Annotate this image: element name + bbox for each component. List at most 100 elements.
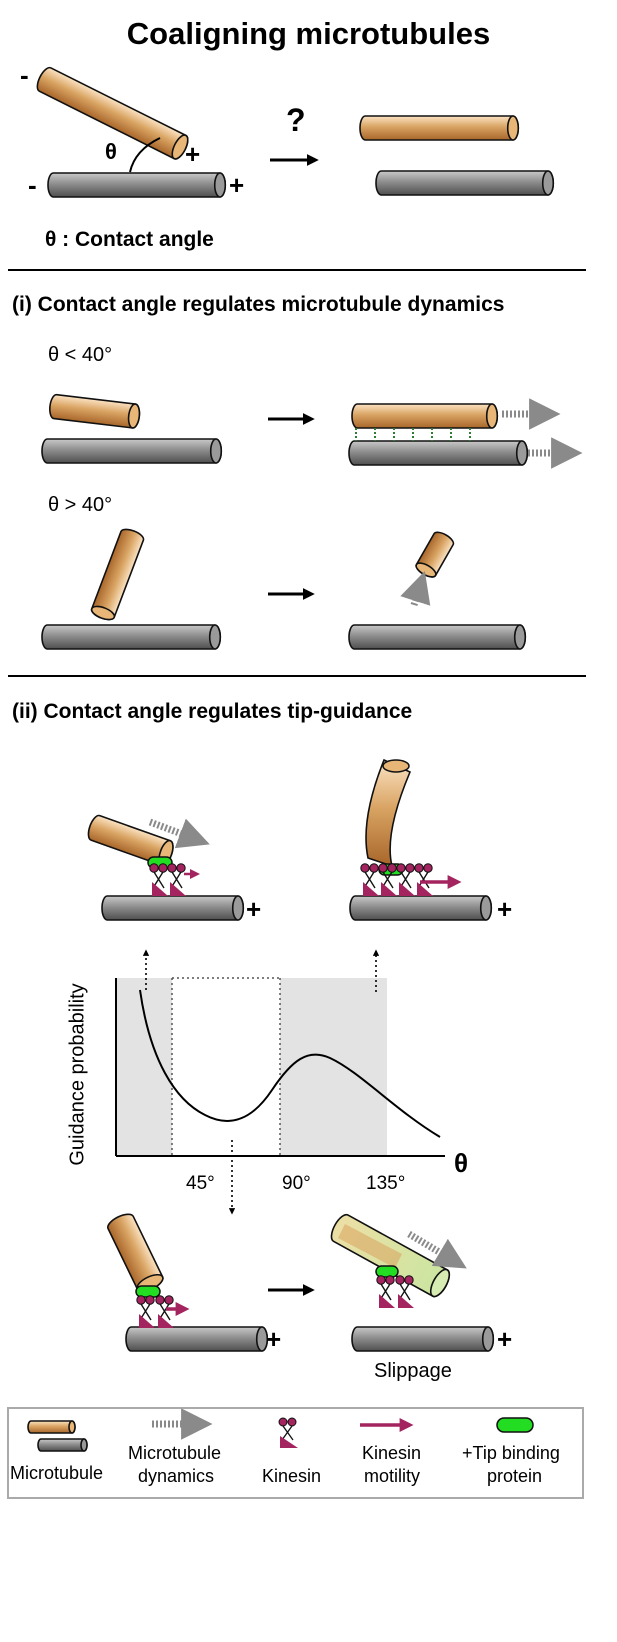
kinesin-motor-domain — [379, 1294, 395, 1308]
tube-body — [49, 393, 141, 429]
condition-low-angle: θ < 40° — [48, 344, 113, 366]
microtubule-tilted — [338, 1224, 402, 1268]
legend-motility-label-line2: motility — [364, 1466, 421, 1486]
plus-end-label: + — [497, 1324, 513, 1354]
tube-end-cap — [513, 624, 527, 650]
x-tick-label: 135° — [366, 1173, 406, 1194]
kinesin-head — [164, 1295, 174, 1305]
legend-dynamics-label-line2: dynamics — [138, 1466, 215, 1486]
tube-body — [27, 1420, 76, 1434]
microtubule-static — [348, 440, 529, 466]
y-axis-label: Guidance probability — [66, 983, 89, 1166]
tube-body — [375, 170, 555, 196]
microtubule-dynamics-arrow — [407, 1230, 467, 1269]
tube-body — [41, 624, 222, 650]
x-tick-label: 45° — [186, 1173, 215, 1194]
tube-end-cap — [209, 438, 223, 464]
microtubule-shrinking — [415, 531, 455, 578]
plus-end-label: + — [246, 894, 262, 924]
tube-end-cap — [208, 624, 222, 650]
tube-end-cap — [515, 440, 529, 466]
tube-end-cap — [506, 115, 520, 141]
plus-end-label: + — [497, 894, 513, 924]
microtubule-dynamics-arrow — [400, 570, 431, 607]
x-tick-label: 90° — [282, 1173, 311, 1194]
kinesin-motor-domain — [398, 1294, 414, 1308]
minus-end-label: - — [20, 60, 29, 90]
tip-binding-protein — [375, 1265, 399, 1278]
kinesin-stalk — [159, 1303, 171, 1321]
legend-kinesin-head — [287, 1417, 297, 1427]
kinesin-head — [385, 1275, 395, 1285]
kinesin-motor-domain — [158, 1314, 174, 1328]
tube-end-cap — [127, 403, 141, 429]
tube-end-cap — [541, 170, 555, 196]
kinesin-head — [136, 1295, 146, 1305]
plus-end-label: + — [229, 170, 245, 200]
legend-kinesin-motor — [280, 1436, 298, 1448]
guidance-probability-curve — [139, 989, 441, 1138]
microtubule-static — [351, 1326, 495, 1352]
figure-title: Coaligning microtubules — [126, 16, 491, 51]
microtubule-steep — [90, 528, 145, 621]
kinesin-head — [378, 863, 388, 873]
x-axis-label: θ — [454, 1148, 469, 1178]
plus-end-label: + — [185, 139, 201, 169]
microtubule-dynamics-arrow — [148, 818, 210, 849]
tube-end-cap — [231, 895, 245, 921]
tube-end-cap — [213, 172, 227, 198]
legend-microtubule-label: Microtubule — [10, 1463, 104, 1483]
tube-end-cap — [255, 1326, 269, 1352]
kinesin-motor-domain — [417, 882, 433, 896]
tube-body — [351, 1326, 495, 1352]
kinesin-stalk — [153, 871, 165, 889]
kinesin-head — [395, 1275, 405, 1285]
kinesin-head — [387, 863, 397, 873]
kinesin-head — [404, 1275, 414, 1285]
kinesin-head — [149, 863, 159, 873]
microtubule-tilted — [36, 66, 189, 160]
plus-end-label: + — [266, 1324, 282, 1354]
legend-dynamics-label-line1: Microtubule — [128, 1443, 222, 1463]
tube-body — [125, 1326, 269, 1352]
tube-body — [101, 895, 245, 921]
legend-tip-protein — [496, 1417, 534, 1433]
kinesin-head — [369, 863, 379, 873]
legend-tip-protein-label-line2: protein — [487, 1466, 543, 1486]
kinesin-stalk — [399, 1283, 411, 1301]
microtubule-steep — [107, 1213, 164, 1293]
kinesin-motor-domain — [170, 882, 186, 896]
tube-end-cap — [80, 1438, 88, 1452]
microtubule-static — [47, 172, 227, 198]
kinesin-motor-domain — [139, 1314, 155, 1328]
question-mark: ? — [286, 102, 306, 138]
contact-angle-definition: θ : Contact angle — [45, 228, 214, 251]
tip-binding-protein — [135, 1285, 161, 1298]
microtubule-static — [348, 624, 527, 650]
section-i-heading: (i) Contact angle regulates microtubule … — [12, 293, 505, 316]
tube-body — [349, 895, 493, 921]
tube-end-cap — [479, 895, 493, 921]
microtubule-bundled — [351, 403, 499, 429]
legend-kinesin-head — [278, 1417, 288, 1427]
section-ii-heading: (ii) Contact angle regulates tip-guidanc… — [12, 700, 413, 723]
microtubule-static — [41, 624, 222, 650]
kinesin-motor-domain — [399, 882, 415, 896]
legend-tip-protein-label-line1: +Tip binding — [462, 1443, 560, 1463]
condition-high-angle: θ > 40° — [48, 494, 113, 516]
tube-end-cap — [481, 1326, 495, 1352]
kinesin-motor-domain — [152, 882, 168, 896]
kinesin-head — [176, 863, 186, 873]
tube-body — [37, 1438, 88, 1452]
microtubule-static — [41, 438, 223, 464]
kinesin-motor-domain — [363, 882, 379, 896]
theta-angle-label: θ — [105, 139, 117, 164]
kinesin-head — [158, 863, 168, 873]
kinesin-head — [396, 863, 406, 873]
microtubule-bent — [365, 758, 412, 868]
legend-box — [7, 1407, 584, 1499]
kinesin-head — [405, 863, 415, 873]
chart-shaded-region — [116, 978, 172, 1156]
tube-end-cap — [68, 1420, 76, 1434]
